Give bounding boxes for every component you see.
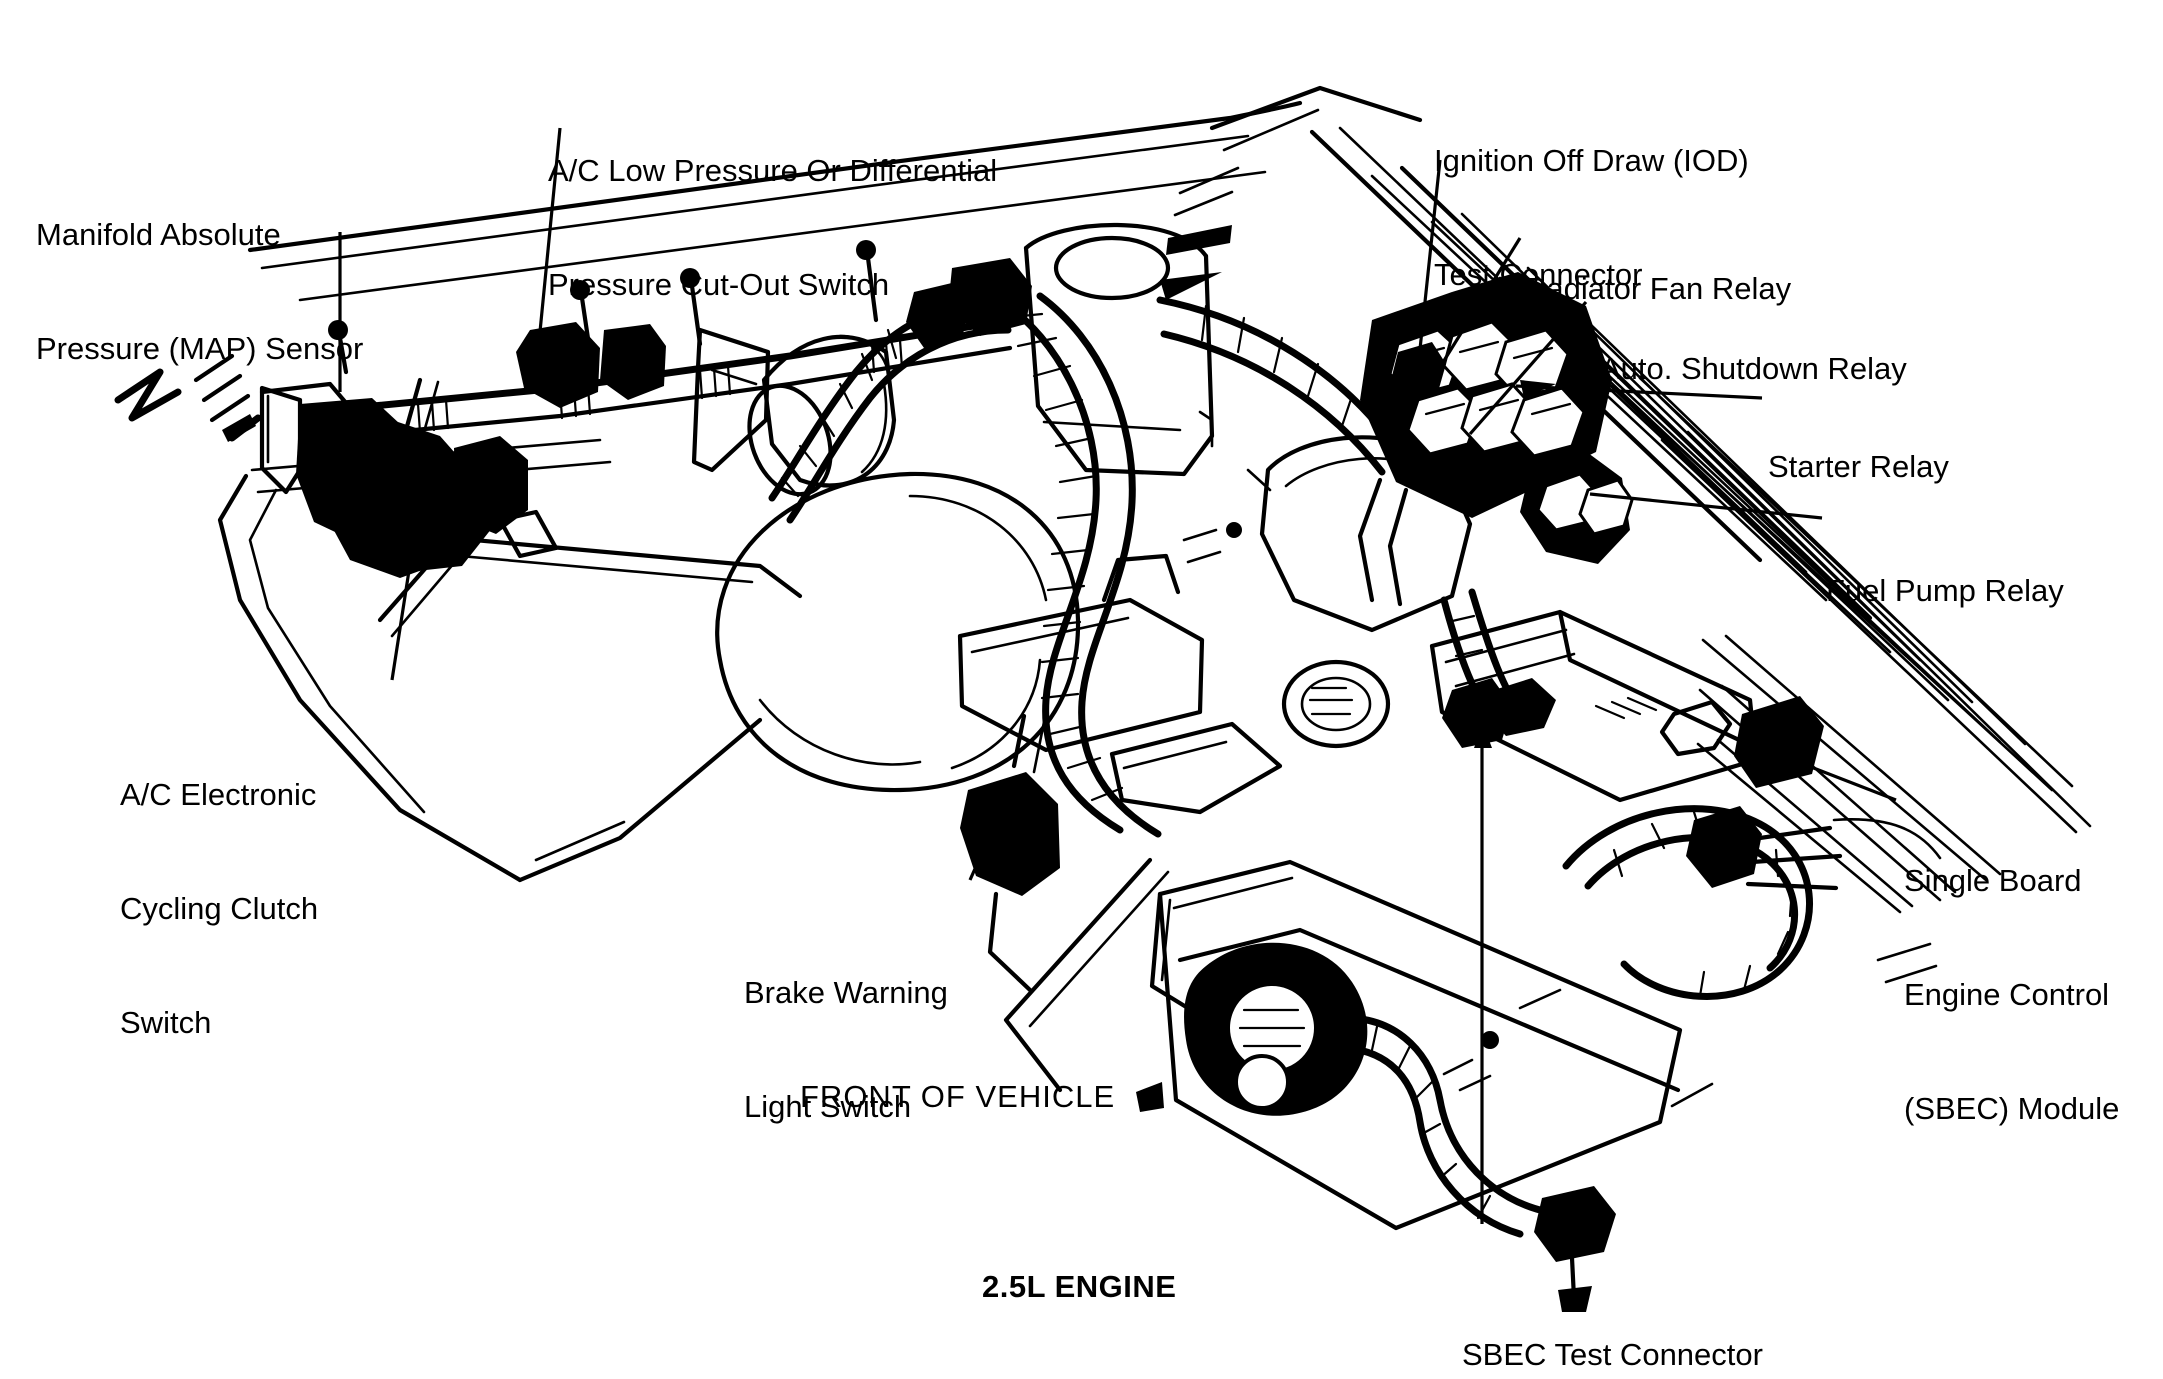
misc-detail-lines (1182, 468, 1938, 1108)
lower-body-panels (1003, 721, 1683, 1231)
label-sbec-test-connector: SBEC Test Connector (1462, 1260, 1763, 1379)
label-brake-warning-light-switch-line1: Brake Warning (744, 975, 948, 1010)
label-brake-warning-light-switch: Brake Warning Light Switch (744, 898, 948, 1202)
break-mark-squiggle (114, 353, 251, 423)
label-ac-low-pressure-switch-line2: Pressure Cut-Out Switch (548, 267, 890, 302)
label-ac-cycling-clutch-switch-line1: A/C Electronic (120, 777, 317, 812)
label-sbec-test-connector-line1: SBEC Test Connector (1462, 1337, 1763, 1372)
label-fuel-pump-relay: Fuel Pump Relay (1826, 496, 2064, 686)
label-ac-cycling-clutch-switch-line2: Cycling Clutch (120, 891, 319, 926)
label-iod-test-connector: Ignition Off Draw (IOD) Test Connector (1434, 66, 1749, 370)
label-map-sensor-line2: Pressure (MAP) Sensor (36, 331, 364, 366)
label-ac-cycling-clutch-switch-line3: Switch (120, 1005, 212, 1040)
label-sbec-module-line2: Engine Control (1904, 977, 2110, 1012)
label-radiator-fan-relay-line1: Radiator Fan Relay (1524, 271, 1792, 306)
cowl-panel (247, 85, 1423, 302)
label-radiator-fan-relay: Radiator Fan Relay (1524, 194, 1791, 384)
label-starter-relay: Starter Relay (1768, 372, 1949, 562)
label-auto-shutdown-relay-line1: Auto. Shutdown Relay (1600, 351, 1907, 386)
label-fuel-pump-relay-line1: Fuel Pump Relay (1826, 573, 2064, 608)
harness-tape-blocks (906, 258, 1032, 348)
center-left-harness (454, 436, 528, 534)
label-map-sensor: Manifold Absolute Pressure (MAP) Sensor (36, 140, 363, 444)
label-sbec-module-line3: (SBEC) Module (1904, 1091, 2120, 1126)
right-harness-loop (1562, 805, 1942, 1000)
label-iod-test-connector-line1: Ignition Off Draw (IOD) (1434, 143, 1749, 178)
figure-title: 2.5L ENGINE (982, 1269, 1177, 1304)
label-sbec-module-line1: Single Board (1904, 863, 2082, 898)
label-ac-cycling-clutch-switch: A/C Electronic Cycling Clutch Switch (120, 700, 318, 1118)
brake-warning-light-switch (960, 713, 1060, 993)
label-auto-shutdown-relay: Auto. Shutdown Relay (1600, 274, 1907, 464)
label-starter-relay-line1: Starter Relay (1768, 449, 1949, 484)
brake-booster (715, 471, 1081, 793)
ac-pressure-switch-assembly (516, 322, 666, 408)
label-ac-low-pressure-switch-line1: A/C Low Pressure Or Differential (548, 153, 998, 188)
sbec-test-connector (1442, 678, 1512, 748)
label-sbec-module: Single Board Engine Control (SBEC) Modul… (1904, 786, 2119, 1204)
label-brake-warning-light-switch-line2: Light Switch (744, 1089, 912, 1124)
lower-round-component (1184, 942, 1368, 1116)
iod-test-connector (1392, 342, 1446, 398)
label-ac-low-pressure-switch: A/C Low Pressure Or Differential Pressur… (548, 76, 997, 380)
label-iod-test-connector-line2: Test Connector (1434, 257, 1643, 292)
relay-block-assembly (1357, 272, 1612, 607)
lower-hose (1342, 1014, 1616, 1312)
label-front-of-vehicle: FRONT OF VEHICLE (800, 1079, 1116, 1114)
leader-lines (338, 127, 1897, 1224)
label-map-sensor-line1: Manifold Absolute (36, 217, 281, 252)
lower-relay-pair (1520, 450, 1634, 564)
